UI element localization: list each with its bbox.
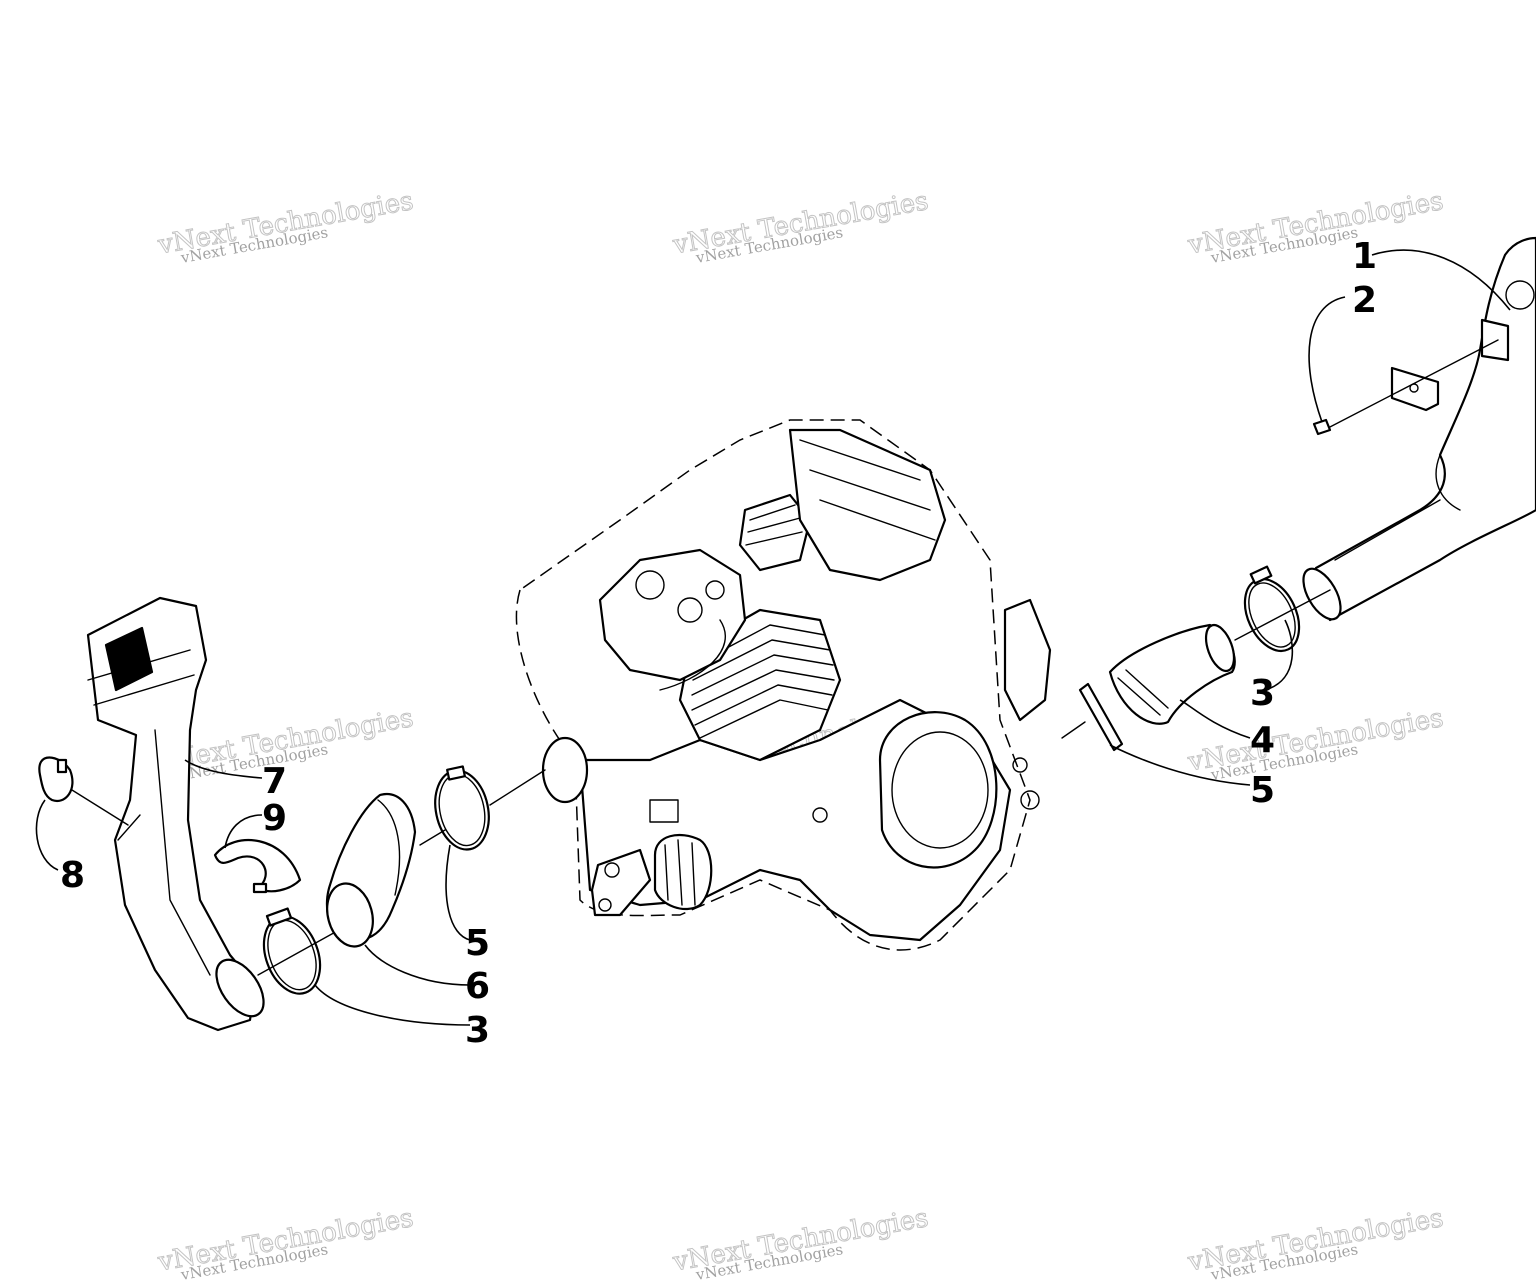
part-5-clamp-left: [434, 765, 490, 851]
leader-7: [184, 759, 263, 779]
engine-frame-outline: [515, 419, 1031, 951]
callout-3-right: 3: [1250, 673, 1275, 714]
leader-5-left: [445, 844, 471, 941]
callout-9: 9: [262, 798, 287, 839]
part-5-gasket-right: [1078, 682, 1124, 752]
engine-oil-filter: [653, 833, 713, 911]
part-1-intake-duct: [1313, 236, 1536, 622]
engine-intake-port: [541, 736, 589, 804]
leader-9: [224, 814, 263, 849]
callout-labels: 1 2 3 4 5 5 6 3 7 8 9: [60, 236, 1377, 1051]
part-1-mount-plate: [1480, 318, 1510, 362]
engine-transmission: [788, 428, 947, 582]
part-2-bracket: [1390, 366, 1440, 412]
engine-assembly: [515, 419, 1052, 951]
callout-4: 4: [1250, 720, 1275, 761]
leader-lines: [35, 249, 1511, 1026]
callout-2: 2: [1352, 280, 1377, 321]
leader-3-right: [1264, 619, 1294, 691]
part-8-clip: [38, 756, 74, 803]
callout-1: 1: [1352, 236, 1377, 277]
spark-plug-wire: [659, 619, 726, 691]
callout-7: 7: [262, 761, 287, 802]
leader-2: [1308, 296, 1346, 423]
watermark-mid-right: vNext Technologies vNext Technologies: [1185, 703, 1447, 784]
leader-8: [35, 799, 59, 871]
watermark-top-left: vNext Technologies vNext Technologies: [155, 186, 417, 267]
callout-5-left: 5: [465, 923, 490, 964]
engine-right-port: [1003, 598, 1052, 722]
watermark-top-right: vNext Technologies vNext Technologies: [1185, 186, 1447, 267]
part-3-clamp-left: [262, 907, 322, 995]
leader-6: [364, 944, 471, 986]
watermark-bottom-left: vNext Technologies vNext Technologies: [155, 1203, 417, 1280]
engine-side-cover: [878, 711, 998, 869]
watermark-top-center: vNext Technologies vNext Technologies: [670, 186, 932, 267]
leader-1: [1371, 249, 1511, 311]
leader-3-left: [314, 984, 471, 1026]
callout-8: 8: [60, 855, 85, 896]
part-7-air-box-window: [104, 626, 154, 692]
part-2-screw: [1312, 418, 1332, 436]
callout-6: 6: [465, 966, 490, 1007]
callout-3-left: 3: [465, 1010, 490, 1051]
engine-intake-boot: [738, 493, 812, 572]
part-3-clamp-right: [1243, 565, 1301, 653]
watermark-bottom-center: vNext Technologies vNext Technologies: [670, 1203, 932, 1280]
leader-5-right: [1109, 744, 1251, 786]
watermark-bottom-right: vNext Technologies vNext Technologies: [1185, 1203, 1447, 1280]
leader-4: [1179, 699, 1251, 739]
callout-5-right: 5: [1250, 770, 1275, 811]
